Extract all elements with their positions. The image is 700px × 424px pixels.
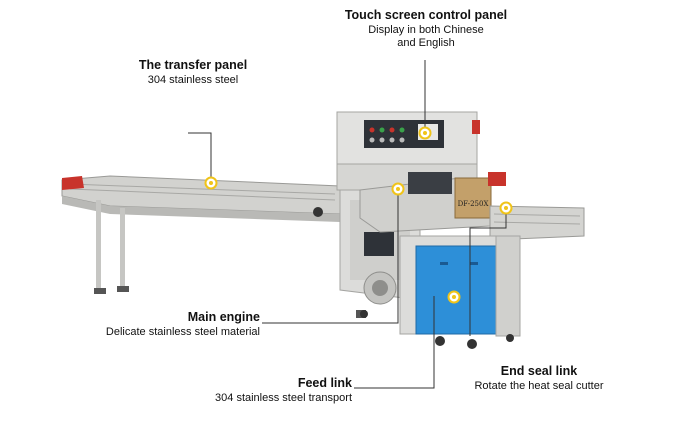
leader-transfer-panel — [188, 132, 212, 180]
callout-markers — [204, 126, 513, 304]
callout-line: 304 stainless steel transport — [215, 391, 352, 404]
leader-end-seal — [469, 210, 507, 336]
callout-title: The transfer panel — [138, 58, 248, 72]
marker-end-seal — [499, 201, 513, 215]
output-conveyor — [489, 205, 585, 264]
callout-title: End seal link — [500, 364, 578, 378]
callout-main-engine: Main engine Delicate stainless steel mat… — [66, 310, 260, 339]
marker-feed-link — [447, 290, 461, 304]
callout-title: Feed link — [297, 376, 352, 390]
marker-transfer-panel — [204, 176, 218, 190]
callout-line: 304 stainless steel — [147, 73, 239, 86]
callout-line: Delicate stainless steel material — [105, 325, 260, 338]
blue-cabinet — [399, 235, 521, 349]
leader-main-engine — [262, 192, 399, 324]
callout-end-seal: End seal link Rotate the heat seal cutte… — [462, 364, 616, 393]
callout-transfer-panel: The transfer panel 304 stainless steel — [123, 58, 263, 87]
transfer-conveyor — [61, 175, 341, 294]
marker-main-engine — [391, 182, 405, 196]
callout-touch-screen: Touch screen control panel Display in bo… — [336, 8, 516, 51]
callout-line: Display in both Chinese — [368, 23, 484, 36]
model-plate-text: DF-250X — [458, 200, 489, 208]
marker-touch-screen — [418, 126, 432, 140]
callout-line: and English — [397, 37, 455, 50]
callout-title: Touch screen control panel — [344, 8, 508, 22]
leader-feed-link — [354, 296, 435, 389]
callout-title: Main engine — [187, 310, 260, 324]
callout-line: Rotate the heat seal cutter — [474, 379, 604, 392]
leader-lines — [188, 60, 507, 389]
callout-feed-link: Feed link 304 stainless steel transport — [176, 376, 352, 405]
